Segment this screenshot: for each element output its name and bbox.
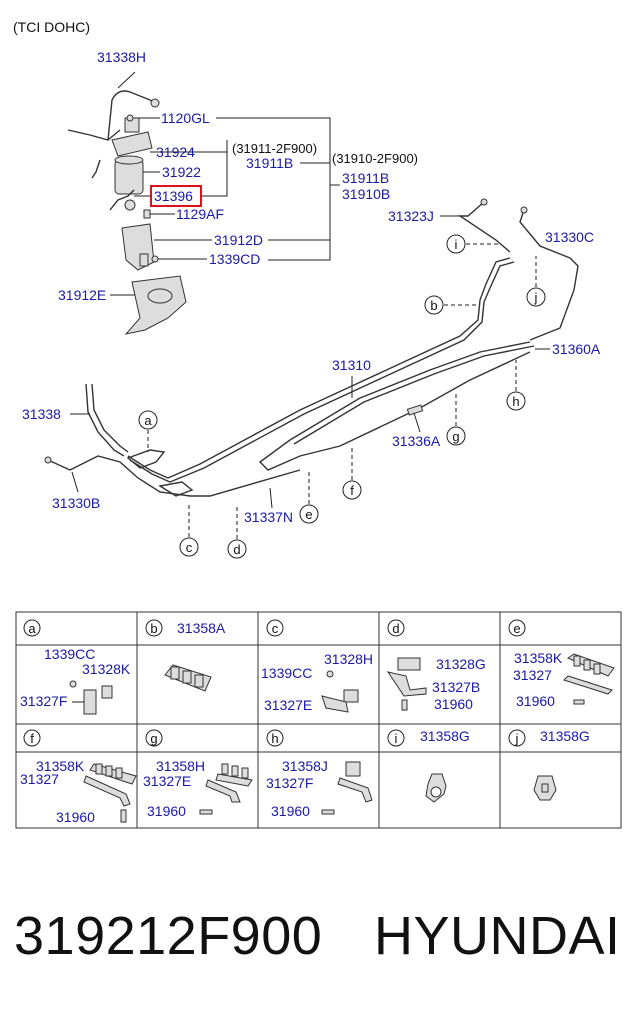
label-31922: 31922 xyxy=(162,164,201,180)
cell-f-part-31358K: 31358K xyxy=(36,758,85,774)
callout-c: c xyxy=(179,537,199,557)
cell-a-part-31328K: 31328K xyxy=(82,661,131,677)
highlight-box-31396 xyxy=(150,185,202,207)
cell-h-part-31960: 31960 xyxy=(271,803,310,819)
cell-d-part-31328G: 31328G xyxy=(436,656,486,672)
svg-text:d: d xyxy=(233,542,240,557)
cell-c-part-1339CC: 1339CC xyxy=(261,665,312,681)
label-31911B-b: 31911B xyxy=(342,170,389,186)
cell-e-part-31327: 31327 xyxy=(513,667,552,683)
cell-a-part-31327F: 31327F xyxy=(20,693,67,709)
svg-text:d: d xyxy=(392,621,399,636)
label-31330C: 31330C xyxy=(545,229,594,245)
svg-text:c: c xyxy=(186,540,193,555)
svg-text:e: e xyxy=(305,507,312,522)
svg-text:j: j xyxy=(534,290,538,305)
label-31396: 31396 xyxy=(154,188,193,204)
label-31338: 31338 xyxy=(22,406,61,422)
cell-d-part-31960: 31960 xyxy=(434,696,473,712)
label-1120GL: 1120GL xyxy=(161,110,210,126)
svg-text:j: j xyxy=(515,731,519,746)
label-31911-2F900: (31911-2F900) xyxy=(232,141,317,156)
callout-g: g xyxy=(446,426,466,446)
parts-diagram: (TCI DOHC) 31338H 1120GL 31924 31922 313… xyxy=(13,19,622,829)
callout-e: e xyxy=(299,504,319,524)
label-31360A: 31360A xyxy=(552,341,601,357)
callout-d: d xyxy=(227,539,247,559)
cell-e-part-31358K: 31358K xyxy=(514,650,563,666)
table-title-b: 31358A xyxy=(177,620,226,636)
cell-f-part-31327: 31327 xyxy=(20,771,59,787)
cell-g-part-31960: 31960 xyxy=(147,803,186,819)
cell-c-part-31327E: 31327E xyxy=(264,697,312,713)
callout-i: i xyxy=(446,234,466,254)
svg-text:i: i xyxy=(455,237,458,252)
cell-c-part-31328H: 31328H xyxy=(324,651,373,667)
svg-text:f: f xyxy=(350,483,354,498)
callout-b: b xyxy=(424,295,444,315)
label-31337N: 31337N xyxy=(244,509,293,525)
label-1129AF: 1129AF xyxy=(176,206,224,222)
label-31910-2F900: (31910-2F900) xyxy=(332,151,418,166)
table-header-b: b 31358A xyxy=(145,619,226,637)
callout-j: j xyxy=(526,287,546,307)
label-31911B-a: 31911B xyxy=(246,155,293,171)
label-31330B: 31330B xyxy=(52,495,100,511)
footer: 319212F900 HYUNDAI xyxy=(14,905,629,975)
svg-text:e: e xyxy=(513,621,520,636)
cell-g-part-31358H: 31358H xyxy=(156,758,205,774)
table-header-j: j 31358G xyxy=(508,728,590,747)
label-31912D: 31912D xyxy=(214,232,263,248)
cell-e-part-31960: 31960 xyxy=(516,693,555,709)
table-title-i: 31358G xyxy=(420,728,470,744)
cell-g-part-31327E: 31327E xyxy=(143,773,191,789)
svg-text:a: a xyxy=(28,621,36,636)
label-1339CD: 1339CD xyxy=(209,251,260,267)
cell-d-part-31327B: 31327B xyxy=(432,679,480,695)
part-number: 319212F900 xyxy=(14,906,323,966)
table-header-i: i 31358G xyxy=(387,728,470,747)
svg-text:g: g xyxy=(452,429,459,444)
svg-text:h: h xyxy=(271,731,278,746)
cell-a-part-1339CC: 1339CC xyxy=(44,646,95,662)
brand-name: HYUNDAI xyxy=(374,906,621,966)
engine-note: (TCI DOHC) xyxy=(13,19,90,35)
svg-text:i: i xyxy=(395,731,398,746)
svg-text:g: g xyxy=(150,731,157,746)
svg-text:a: a xyxy=(144,413,152,428)
table-header-c: c xyxy=(266,619,284,637)
svg-text:f: f xyxy=(30,731,34,746)
callout-h: h xyxy=(506,391,526,411)
table-header-a: a xyxy=(23,619,41,637)
svg-text:c: c xyxy=(272,621,279,636)
callout-f: f xyxy=(342,480,362,500)
cell-f-part-31960: 31960 xyxy=(56,809,95,825)
table-title-j: 31358G xyxy=(540,728,590,744)
svg-text:b: b xyxy=(430,298,437,313)
table-header-g: g xyxy=(145,729,163,747)
svg-text:b: b xyxy=(150,621,157,636)
clip-table: a b 31358A c d e 1339CC 31328K 31327F 31… xyxy=(15,611,622,829)
label-31336A: 31336A xyxy=(392,433,441,449)
cell-h-part-31327F: 31327F xyxy=(266,775,313,791)
callout-a: a xyxy=(138,410,158,430)
label-31338H: 31338H xyxy=(97,49,146,65)
label-31912E: 31912E xyxy=(58,287,106,303)
table-header-d: d xyxy=(387,619,405,637)
label-31310: 31310 xyxy=(332,357,371,373)
cell-h-part-31358J: 31358J xyxy=(282,758,328,774)
label-31323J: 31323J xyxy=(388,208,434,224)
table-header-f: f xyxy=(23,729,41,747)
table-header-e: e xyxy=(508,619,526,637)
label-31924: 31924 xyxy=(156,144,195,160)
table-header-h: h xyxy=(266,729,284,747)
svg-text:h: h xyxy=(512,394,519,409)
label-31910B: 31910B xyxy=(342,186,390,202)
